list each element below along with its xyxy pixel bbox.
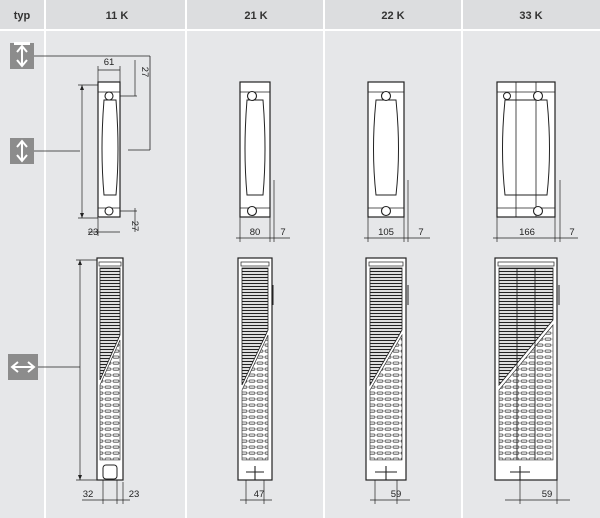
header-col-33k: 33 K: [519, 10, 542, 22]
side-view-21k: [236, 81, 290, 242]
front-view-22k: [365, 257, 410, 504]
dim-11k-front-right: 23: [129, 489, 140, 500]
header-col-22k: 22 K: [381, 10, 404, 22]
icon-leader-lines: [34, 55, 151, 368]
arrow-left-right-icon: [8, 354, 38, 380]
dim-22k-front: 59: [391, 489, 402, 500]
front-view-21k: [237, 257, 274, 504]
dim-21k-gap: 7: [280, 227, 285, 238]
header-typ: typ: [14, 10, 31, 22]
header-col-21k: 21 K: [244, 10, 267, 22]
arrow-up-down-icon: [10, 138, 34, 164]
side-view-33k: [493, 81, 578, 242]
dim-11k-bottom-offset: 27: [129, 221, 140, 232]
dim-11k-front-left: 32: [83, 489, 94, 500]
arrow-up-down-top-icon: [10, 42, 34, 69]
dim-33k-front: 59: [542, 489, 553, 500]
dim-22k-depth: 105: [378, 227, 394, 238]
front-view-33k: [494, 257, 570, 504]
dim-11k-top-width: 61: [104, 57, 115, 68]
dim-11k-top-offset: 27: [139, 67, 150, 78]
side-view-11k: [78, 60, 137, 236]
header-row: [0, 0, 600, 30]
dim-22k-gap: 7: [418, 227, 423, 238]
dim-33k-depth: 166: [519, 227, 535, 238]
header-col-11k: 11 K: [106, 10, 129, 22]
front-view-11k: [76, 257, 130, 504]
dim-21k-front: 47: [254, 489, 265, 500]
dim-21k-depth: 80: [250, 227, 261, 238]
dim-11k-left: 23: [88, 227, 99, 238]
dim-33k-gap: 7: [569, 227, 574, 238]
side-view-22k: [364, 81, 430, 242]
